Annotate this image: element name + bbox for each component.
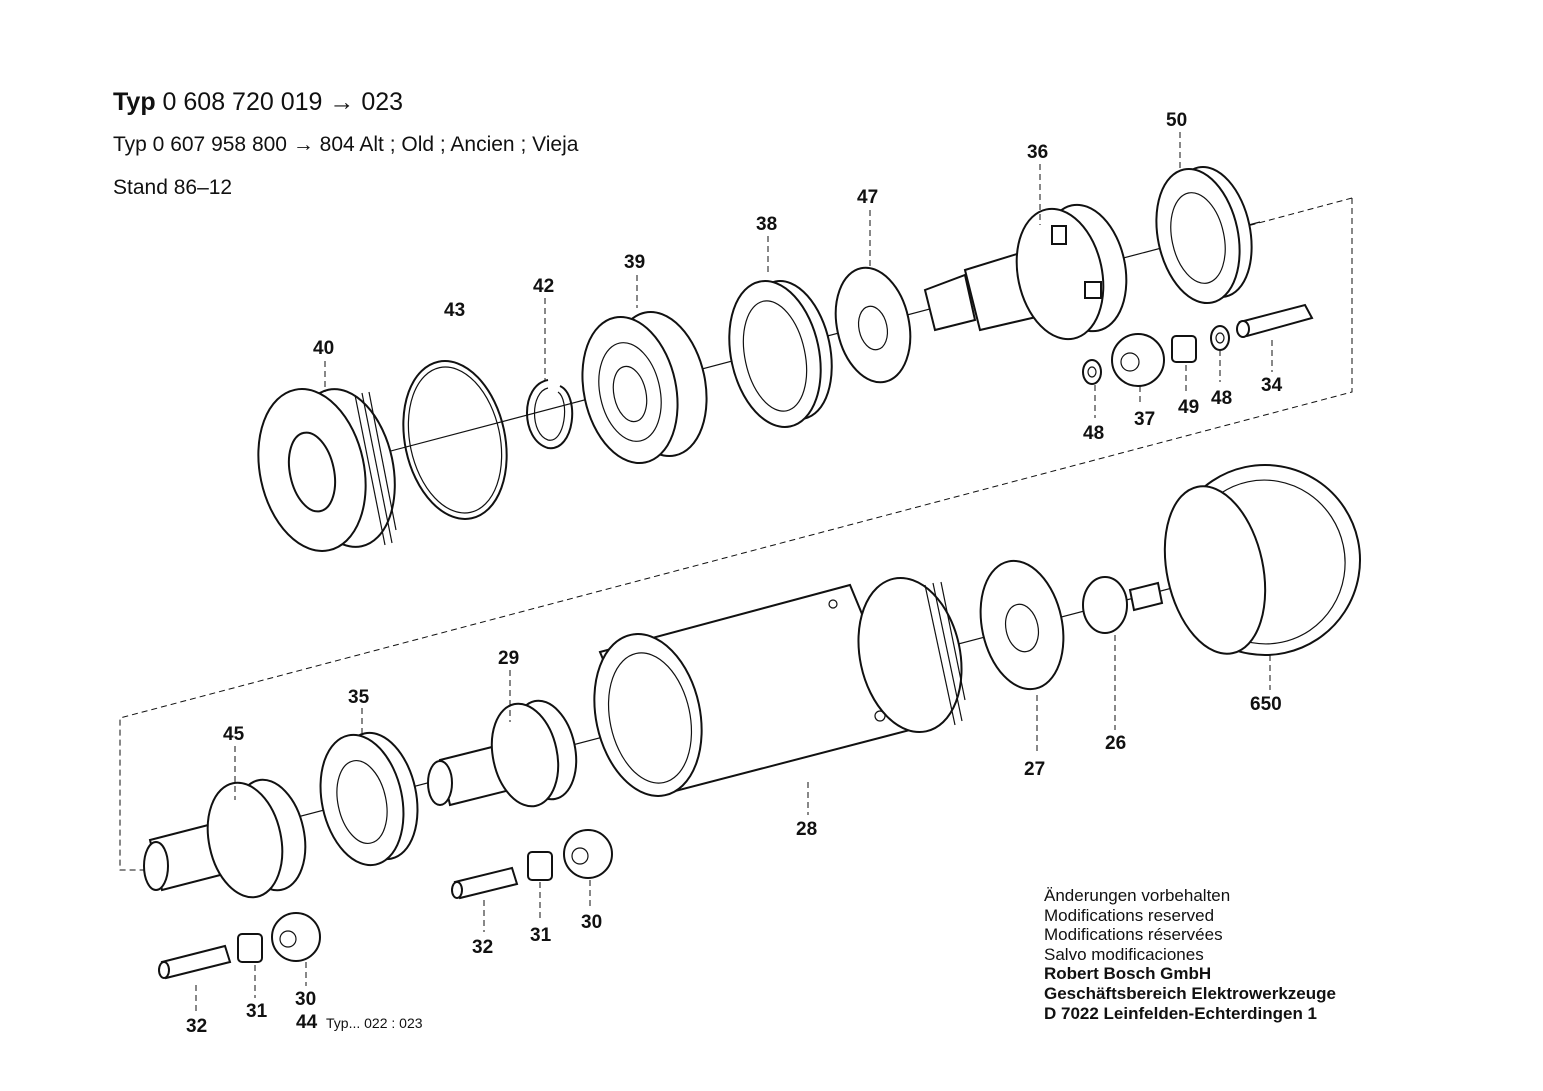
part-47-washer <box>834 266 912 384</box>
part-43-o-ring <box>402 360 508 520</box>
part-32-pin-middle <box>451 866 519 900</box>
label-part-650: 650 <box>1250 694 1282 715</box>
part-27-disc <box>979 559 1065 691</box>
label-part-29: 29 <box>498 648 519 669</box>
part-30-planet-gear-lower-left <box>271 912 321 962</box>
footer-line-de: Änderungen vorbehalten <box>1044 886 1231 905</box>
label-part-32-middle: 32 <box>472 937 493 958</box>
label-part-27: 27 <box>1024 759 1045 780</box>
footer-company-name: Robert Bosch GmbH <box>1044 964 1212 984</box>
label-part-47: 47 <box>857 187 878 208</box>
label-part-28: 28 <box>796 819 817 840</box>
title-line-1: Typ 0 608 720 019 → 023 <box>113 88 403 117</box>
part-31-needle-bearing-middle <box>527 851 553 881</box>
label-part-50: 50 <box>1166 110 1187 131</box>
footer-line-fr: Modifications réservées <box>1044 925 1223 945</box>
upper-frame-top-edge <box>1224 197 1353 233</box>
label-part-43: 43 <box>444 300 465 321</box>
footer-line-en: Modifications reserved <box>1044 905 1215 925</box>
label-part-48-left: 48 <box>1083 423 1104 444</box>
label-part-35: 35 <box>348 687 370 708</box>
label-part-31-lower-left: 31 <box>246 1001 268 1022</box>
part-26-pinion-shaft <box>1082 576 1164 634</box>
label-part-42: 42 <box>533 276 554 297</box>
part-31-needle-bearing-lower-left <box>237 933 263 963</box>
part-49-needle-bearing <box>1171 335 1197 363</box>
title-line-2: Typ 0 607 958 800 → 804 Alt ; Old ; Anci… <box>113 133 579 156</box>
label-part-48-right: 48 <box>1211 388 1232 409</box>
label-part-31-middle: 31 <box>530 925 552 946</box>
part-37-planet-gear <box>1111 333 1165 387</box>
revision-stand: Stand 86–12 <box>113 176 233 199</box>
footer-company-address: D 7022 Leinfelden-Echterdingen 1 <box>1044 1003 1318 1023</box>
part-42-circlip <box>526 379 574 450</box>
part-28-ring-gear-housing <box>593 576 966 797</box>
label-part-49: 49 <box>1178 397 1199 418</box>
part-35-ball-bearing <box>319 731 419 867</box>
part-45-planet-carrier <box>143 778 307 899</box>
part-34-pin <box>1236 303 1314 338</box>
title-type-range: 0 608 720 019 → 023 <box>162 88 404 116</box>
part-40-threaded-ring <box>257 388 397 552</box>
part-48-washer-right <box>1210 325 1230 351</box>
part-39-ball-bearing <box>581 310 708 465</box>
footer-company-division: Geschäftsbereich Elektrowerkzeuge <box>1044 983 1336 1003</box>
part-50-ball-bearing <box>1155 165 1253 305</box>
upper-assembly-frame <box>119 198 1353 871</box>
part-650-sleeve <box>1163 464 1361 656</box>
label-part-30-lower-left: 30 <box>295 989 316 1010</box>
label-part-30-middle: 30 <box>581 912 602 933</box>
footer-notice: Änderungen vorbehalten Modifications res… <box>1044 886 1336 1023</box>
label-part-37: 37 <box>1134 409 1155 430</box>
note-part-44-type: Typ... 022 : 023 <box>326 1015 423 1031</box>
footer-line-es: Salvo modificaciones <box>1044 944 1204 964</box>
part-38-seal-ring <box>728 280 833 428</box>
label-part-45: 45 <box>223 724 245 745</box>
label-part-34: 34 <box>1261 375 1283 396</box>
part-36-planet-carrier <box>923 203 1128 341</box>
label-part-39: 39 <box>624 252 645 273</box>
label-part-38: 38 <box>756 214 777 235</box>
label-part-40: 40 <box>313 338 334 359</box>
part-48-washer-left <box>1082 359 1102 385</box>
label-part-36: 36 <box>1027 142 1048 163</box>
label-part-32-lower-left: 32 <box>186 1016 207 1037</box>
label-part-44: 44 <box>296 1012 318 1033</box>
label-part-26: 26 <box>1105 733 1126 754</box>
part-29-planet-carrier <box>427 699 578 808</box>
part-30-planet-gear-middle <box>563 829 613 879</box>
part-32-pin-lower-left <box>158 944 232 980</box>
title-typ-prefix: Typ <box>113 88 156 116</box>
